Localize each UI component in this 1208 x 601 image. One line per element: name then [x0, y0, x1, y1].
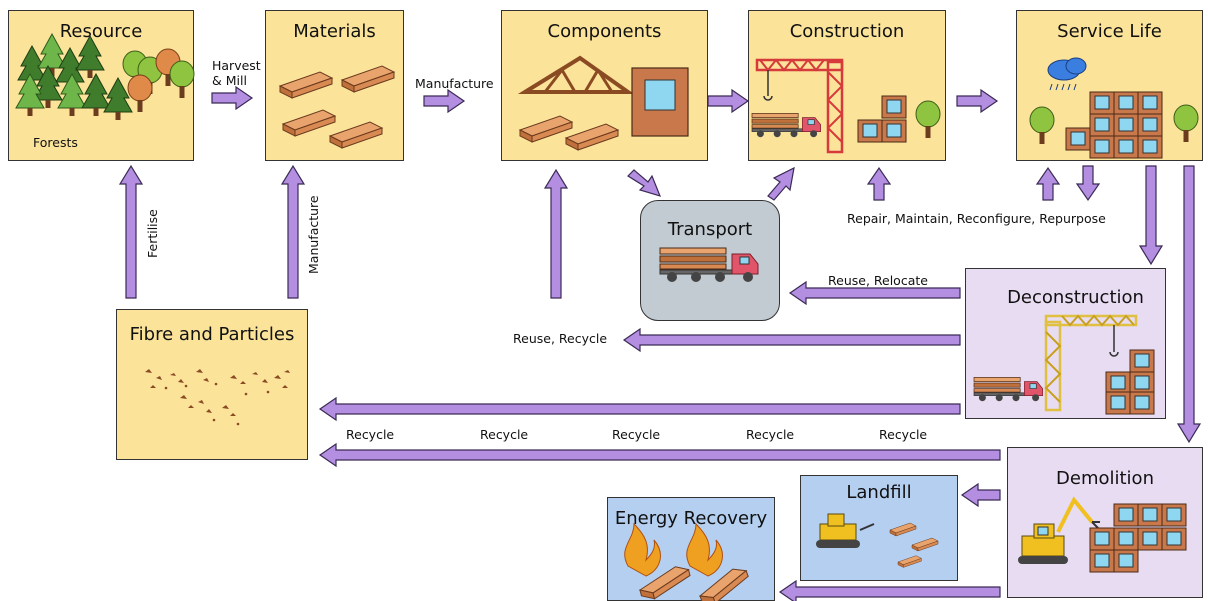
window-panel-icon [631, 67, 689, 137]
recycle-label: Recycle [746, 427, 795, 442]
stage-title: Components [547, 21, 662, 42]
recycle-label: Recycle [879, 427, 928, 442]
stage-construction: Construction [748, 10, 946, 161]
stage-title: Demolition [1056, 468, 1154, 489]
timber-icon [889, 522, 939, 568]
manufacture-label: Manufacture [415, 76, 494, 91]
timber-icon [519, 115, 619, 151]
stage-title: Resource [59, 21, 143, 42]
tree-icon [15, 33, 195, 121]
harvest-label: Harvest [212, 58, 261, 73]
roof-truss-icon [517, 55, 635, 94]
building-icon [1105, 349, 1155, 415]
excavator-icon [1018, 496, 1100, 564]
crane-icon [755, 58, 844, 154]
truck-icon [751, 113, 821, 138]
building-icon [857, 95, 907, 143]
truck-icon [659, 247, 759, 283]
bulldozer-icon [816, 513, 875, 548]
fire-icon [624, 522, 754, 601]
stage-title: Deconstruction [1007, 287, 1144, 308]
crane-icon [1044, 314, 1138, 412]
truck-icon [973, 377, 1043, 402]
stage-title: Materials [293, 21, 376, 42]
manufacture-vertical-label: Manufacture [306, 195, 321, 274]
repair-label: Repair, Maintain, Reconfigure, Repurpose [847, 211, 1106, 226]
tree-icon [915, 100, 941, 139]
recycle-label: Recycle [612, 427, 661, 442]
mill-label: & Mill [212, 73, 247, 88]
particles-icon [145, 369, 290, 426]
reuse-recycle-label: Reuse, Recycle [513, 331, 608, 346]
stage-title: Construction [789, 21, 905, 42]
stage-title: Energy Recovery [614, 508, 768, 529]
stage-fibre-particles: Fibre and Particles [116, 309, 308, 460]
building-icon [1065, 91, 1163, 159]
recycle-label: Recycle [480, 427, 529, 442]
flow-arrows [118, 86, 1202, 601]
recycle-label: Recycle [346, 427, 395, 442]
timber-icon [279, 65, 395, 149]
stage-title: Service Life [1057, 21, 1162, 42]
stage-title: Landfill [846, 482, 912, 503]
stage-title: Fibre and Particles [129, 324, 295, 345]
forests-label: Forests [33, 135, 78, 150]
reuse-relocate-label: Reuse, Relocate [828, 273, 928, 288]
fertilise-label: Fertilise [145, 209, 160, 258]
rain-cloud-icon [1047, 57, 1087, 91]
building-icon [1089, 503, 1187, 573]
stage-title: Transport [667, 219, 753, 240]
stage-materials: Materials [265, 10, 404, 161]
